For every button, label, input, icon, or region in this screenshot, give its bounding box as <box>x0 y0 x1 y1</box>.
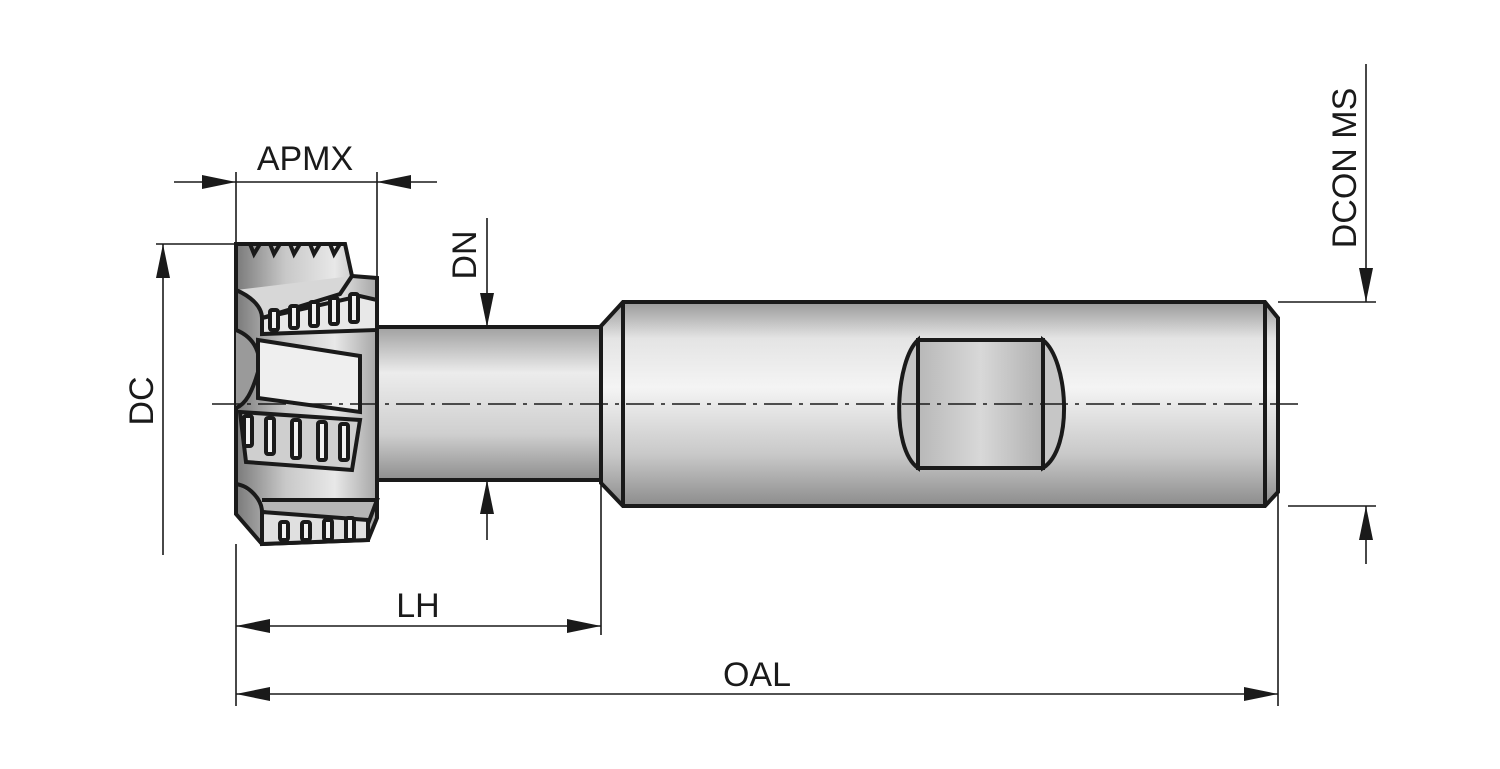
dim-dc: DC <box>123 243 236 555</box>
dim-oal: OAL <box>236 492 1279 706</box>
tool-body <box>212 242 1305 547</box>
dc-arrow-top <box>156 244 170 278</box>
dim-lh: LH <box>235 483 602 706</box>
dn-arrow-bottom <box>480 480 494 514</box>
oal-arrow-right <box>1244 687 1278 701</box>
dim-dcon-ms: DCON MS <box>1278 64 1376 564</box>
dim-apmx: APMX <box>174 140 437 278</box>
dn-label: DN <box>446 230 484 279</box>
dn-arrow-top <box>480 293 494 327</box>
dc-label: DC <box>123 376 161 425</box>
drive-flat <box>897 335 1067 472</box>
oal-label: OAL <box>723 656 791 694</box>
dcon-arrow-bottom <box>1359 506 1373 540</box>
dcon-arrow-top <box>1359 268 1373 302</box>
apmx-arrow-right <box>377 175 411 189</box>
oal-arrow-left <box>236 687 270 701</box>
dcon-ms-label: DCON MS <box>1326 88 1364 249</box>
lh-arrow-right <box>567 619 601 633</box>
lh-arrow-left <box>236 619 270 633</box>
dim-dn: DN <box>446 218 494 540</box>
cutter-flutes <box>235 242 380 547</box>
apmx-label: APMX <box>257 140 353 178</box>
dimensions: APMX DN DC DCON MS <box>123 64 1376 706</box>
apmx-arrow-left <box>202 175 236 189</box>
lh-label: LH <box>396 587 439 625</box>
